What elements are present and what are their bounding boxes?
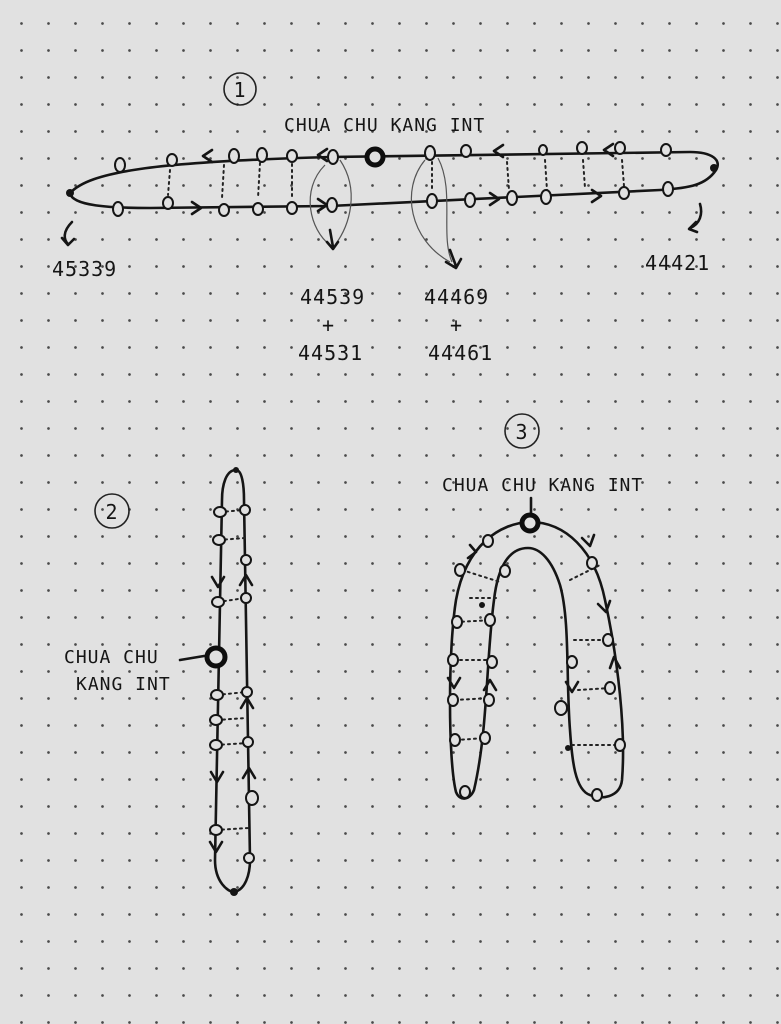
diagram-1-interchange-icon [364, 146, 386, 168]
diagram-1-route-loop [68, 150, 719, 210]
diagram-3-stops [447, 534, 626, 802]
arrow-up-icon [238, 573, 254, 587]
arrow-up-icon [241, 766, 257, 780]
arrow-right-icon [580, 533, 596, 548]
arrow-up-icon [608, 655, 622, 670]
down-arrow-icon [60, 220, 76, 247]
arrow-left-icon [316, 147, 329, 163]
diagram-1-pair-left-b: 44531 [298, 341, 363, 365]
arrow-down-icon [210, 575, 226, 589]
arrow-left-icon [602, 142, 615, 158]
down-arrow-icon [687, 202, 703, 234]
down-arrow-icon [444, 248, 463, 270]
arrow-left-icon [492, 143, 505, 159]
diagram-1-pair-right-a: 44469 [424, 285, 489, 309]
diagram-2-stops [209, 467, 259, 896]
arrow-down-icon [446, 676, 462, 690]
arrow-down-icon [596, 599, 612, 614]
arrow-up-icon [239, 696, 255, 710]
arrow-left-icon [201, 148, 214, 164]
diagram-3-interchange-icon [519, 512, 541, 534]
arrow-left-icon [466, 543, 478, 560]
arrow-right-icon [590, 188, 603, 204]
diagram-1: 1 CHUA CHU KANG INT [52, 72, 719, 365]
diagram-1-number: 1 [233, 78, 246, 102]
diagram-2-station-label-line2: KANG INT [76, 674, 171, 695]
diagram-2: 2 CHUA CHU KANG INT [64, 467, 259, 896]
diagram-3: 3 CHUA CHU KANG INT [442, 413, 643, 802]
diagram-1-pair-right-plus: + [450, 313, 463, 337]
diagram-2-station-label-line1: CHUA CHU [64, 647, 159, 668]
diagram-1-pair-left-a: 44539 [300, 285, 365, 309]
diagram-2-number: 2 [105, 500, 118, 524]
arrow-right-icon [190, 200, 203, 216]
arrow-down-icon [209, 770, 225, 784]
diagram-1-station-label: CHUA CHU KANG INT [284, 115, 485, 136]
arrow-down-icon [208, 840, 224, 854]
arrow-right-icon [488, 191, 501, 207]
diagram-3-number-circle [504, 413, 540, 449]
diagram-3-station-label: CHUA CHU KANG INT [442, 475, 643, 496]
diagram-1-pair-left-plus: + [322, 313, 335, 337]
arrow-down-icon [564, 680, 580, 694]
diagram-1-end-right: 44421 [645, 251, 710, 275]
diagram-1-number-circle [223, 72, 257, 106]
diagram-2-number-circle [94, 493, 130, 529]
diagram-1-pair-right-b: 44461 [428, 341, 493, 365]
diagram-2-interchange-icon [204, 645, 228, 669]
arrow-up-icon [482, 678, 498, 692]
diagram-3-number: 3 [515, 420, 528, 444]
diagram-1-end-left: 45339 [52, 257, 117, 281]
diagram-1-stops [66, 141, 718, 217]
down-arrow-icon [325, 228, 340, 251]
